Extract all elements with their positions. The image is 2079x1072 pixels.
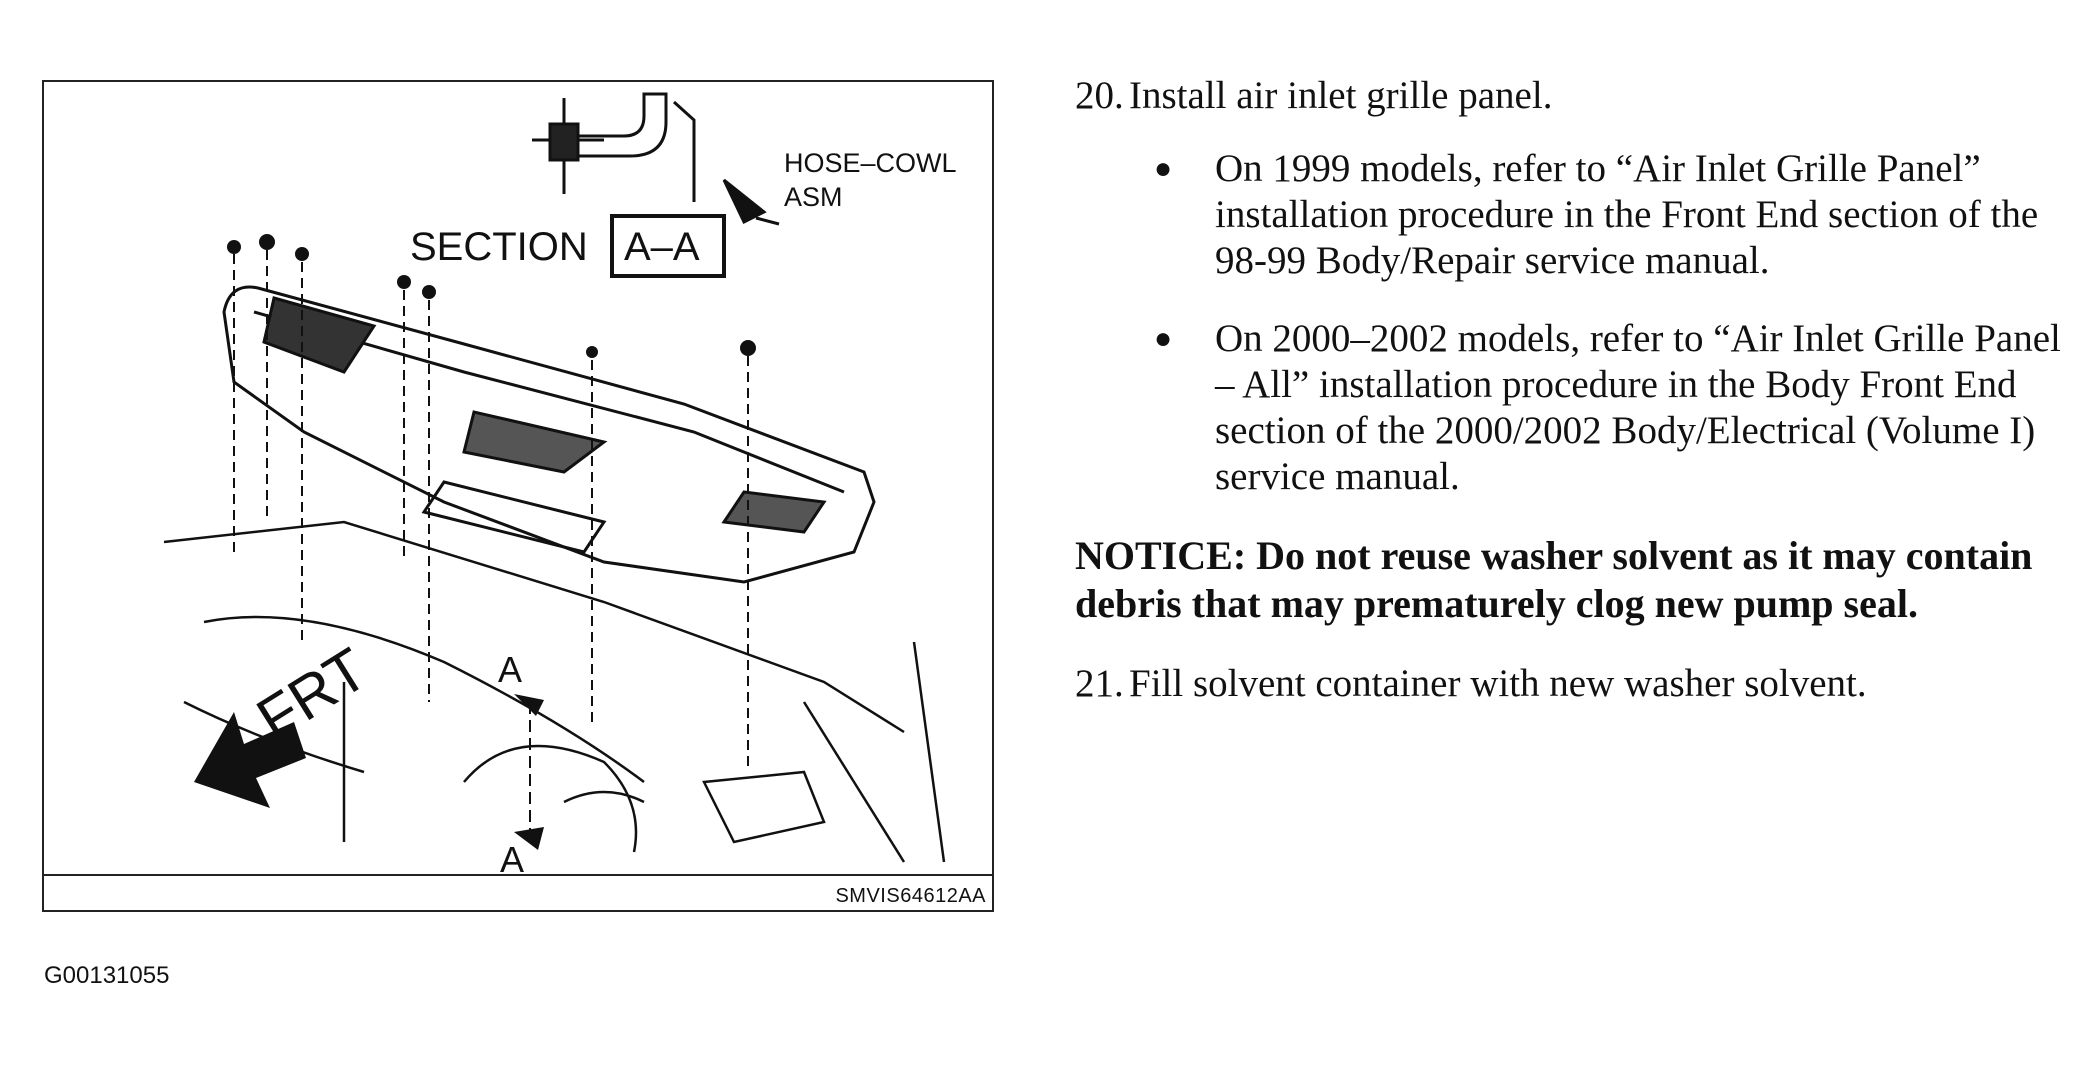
section-marker-bottom: A	[500, 839, 524, 880]
fastener-lines	[233, 250, 749, 772]
step-21: 21.Fill solvent container with new washe…	[1075, 660, 2065, 708]
bullet-1999-models: ● On 1999 models, refer to “Air Inlet Gri…	[1075, 146, 2065, 284]
section-id: A–A	[624, 225, 700, 269]
reference-code: G00131055	[44, 962, 170, 989]
section-id-box	[610, 214, 726, 278]
bullet-2000-2002-models: ● On 2000–2002 models, refer to “Air Inle…	[1075, 316, 2065, 500]
step-20-bullets: ● On 1999 models, refer to “Air Inlet Gri…	[1075, 146, 2065, 500]
bullet-text: On 2000–2002 models, refer to “Air Inlet…	[1215, 317, 2061, 498]
fasteners	[227, 234, 756, 358]
step-21-text: Fill solvent container with new washer s…	[1129, 662, 1867, 705]
notice: NOTICE: Do not reuse washer solvent as i…	[1075, 533, 2033, 626]
figure-caption-rule	[44, 874, 992, 876]
bullet-text: On 1999 models, refer to “Air Inlet Gril…	[1215, 147, 2039, 282]
step-21-number: 21.	[1075, 662, 1124, 705]
grille-panel-illustration: HOSE–COWL ASM SECTION A–A	[42, 80, 994, 912]
hose-detail	[532, 92, 780, 226]
section-label: SECTION	[410, 225, 588, 269]
section-marker-bottom-arrow	[514, 827, 544, 850]
figure-code: SMVIS64612AA	[835, 885, 986, 907]
instructions-column: 20.Install air inlet grille panel. ● On 1…	[1075, 72, 2065, 708]
step-20-text: Install air inlet grille panel.	[1129, 74, 1553, 117]
step-20-number: 20.	[1075, 74, 1124, 117]
bullet-dot-icon: ●	[1154, 152, 1173, 185]
front-arrow	[194, 712, 306, 808]
asm-callout: ASM	[784, 182, 843, 212]
section-marker-top: A	[498, 649, 522, 690]
step-20: 20.Install air inlet grille panel.	[1075, 72, 2065, 120]
bullet-dot-icon: ●	[1154, 322, 1173, 355]
hose-cowl-callout: HOSE–COWL	[784, 148, 957, 178]
grille-panel	[222, 285, 876, 584]
illustration-drawing: HOSE–COWL ASM SECTION A–A	[163, 92, 957, 880]
